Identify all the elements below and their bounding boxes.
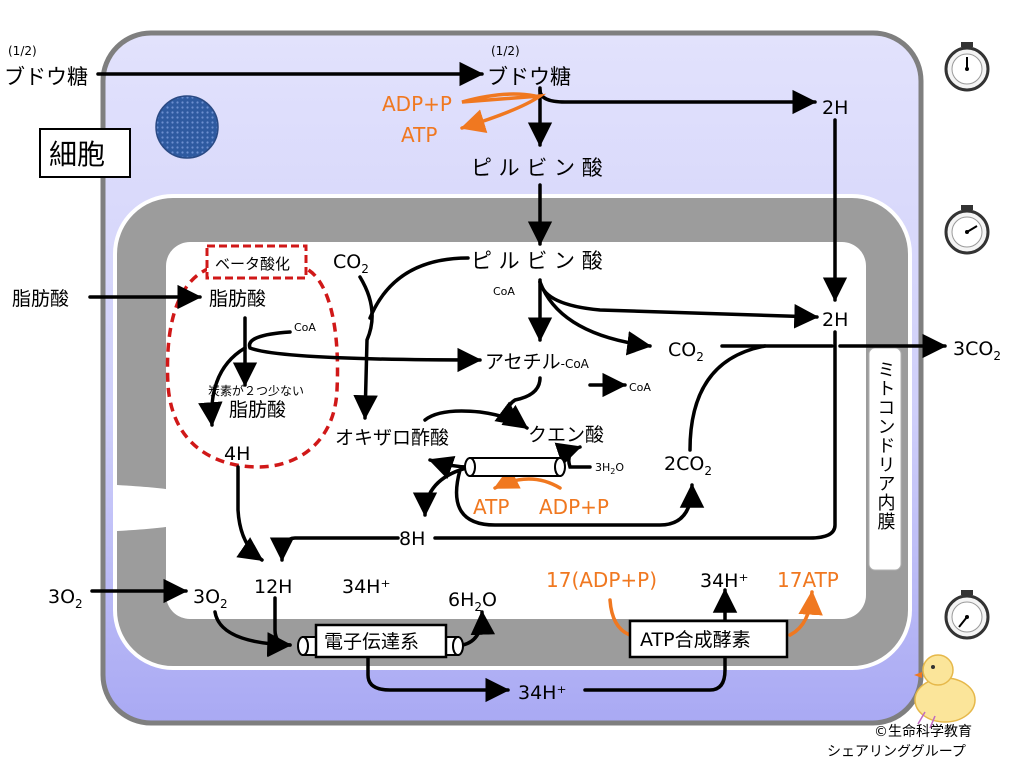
stopwatch-icon: [944, 42, 990, 92]
o2-outside: 3O2: [48, 586, 83, 611]
h2o-cycle: 3H2O: [595, 461, 624, 476]
etc-box: [314, 623, 448, 659]
copyright-line-1: ©生命科学教育: [874, 723, 972, 740]
hplus-34-mid: 34H⁺: [342, 576, 391, 598]
arrow-pyruvate-co2-cyto: [368, 256, 470, 320]
citric-acid-cycle-cylinder: [464, 457, 566, 477]
pyruvate-mitochondria: ピ ル ビ ン 酸: [471, 249, 603, 273]
arrow-etc-proton-pump: [366, 653, 510, 703]
arrow-cycle-2co2: [454, 468, 705, 527]
glucose: ブドウ糖: [487, 65, 571, 89]
half-right: (1/2): [491, 44, 520, 58]
membrane-label-box: [868, 347, 902, 571]
arrow-cycle-co2: [688, 344, 767, 452]
fatty-acid: 脂肪酸: [209, 288, 266, 310]
beta-oxidation-region: [165, 266, 340, 469]
carbon-two-less: 炭素が２つ少ない: [208, 383, 304, 398]
atp-synthase-label: ATP合成酵素: [640, 629, 751, 651]
twelve-h: 12H: [254, 576, 292, 598]
atp-cycle: ATP: [473, 495, 509, 519]
oxaloacetate: オキザロ酢酸: [335, 427, 449, 449]
arrow-protons-synthase: [583, 588, 738, 692]
cell-label-box: [39, 128, 131, 178]
membrane-label: ミトコンドリア内膜: [875, 360, 896, 531]
adp-p-glycolysis: ADP+P: [382, 92, 452, 116]
arrow-oxaloacetate-citrate: [423, 404, 529, 430]
arrow-synthase-atp: [788, 590, 823, 637]
co2-mid: CO2: [668, 339, 704, 364]
fatty-acid-outside: 脂肪酸: [12, 288, 69, 310]
beta-oxidation-box: [205, 244, 308, 280]
adp-17: 17(ADP+P): [546, 568, 657, 592]
arrow-8h-12h: [269, 536, 400, 562]
four-h: 4H: [224, 443, 250, 465]
arrow-glycolysis-2h: [538, 88, 817, 115]
atp-glycolysis: ATP: [401, 123, 437, 147]
atp-synthase-box: [628, 619, 789, 659]
two-h-mid: 2H: [822, 309, 848, 331]
arrow-pyruvate-co2: [538, 280, 652, 356]
glucose-outside: ブドウ糖: [4, 65, 88, 89]
arrow-h2o-cycle: [554, 442, 592, 469]
coa-pyruvate: CoA: [493, 285, 515, 298]
arrow-4h-12h: [236, 465, 264, 562]
copyright-line-2: シェアリンググループ: [827, 744, 966, 760]
stopwatch-icon: [944, 590, 990, 640]
arrow-2h-8h: [433, 330, 837, 540]
arrow-12h-etc: [267, 596, 292, 658]
nucleus: [155, 95, 219, 159]
acetyl-coa: アセチル-CoA: [485, 351, 590, 373]
arrow-fatty-acid-acetyl: [247, 330, 482, 373]
arrow-cycle-8h: [412, 465, 472, 517]
eight-h: 8H: [399, 528, 425, 550]
co2-top: CO2: [333, 251, 369, 276]
cell-label: 細胞: [49, 138, 105, 171]
two-h-top: 2H: [822, 97, 848, 119]
half-left: (1/2): [8, 44, 37, 58]
mitochondrial-matrix: [166, 242, 866, 619]
three-co2: 3CO2: [953, 338, 1001, 363]
citrate: クエン酸: [528, 424, 604, 446]
arrow-adp-synthase: [608, 598, 632, 637]
coa-acetyl: CoA: [629, 381, 651, 394]
pyruvate-cytoplasm: ピ ル ビ ン 酸: [471, 156, 603, 180]
hplus-34-right: 34H⁺: [700, 570, 749, 592]
chick-mascot-icon: [914, 654, 976, 729]
coa-beta: CoA: [294, 321, 316, 334]
stopwatch-icon: [944, 205, 990, 255]
o2-inside: 3O2: [193, 586, 228, 611]
fatty-acid-shorter: 脂肪酸: [229, 399, 286, 421]
beta-oxidation-label: ベータ酸化: [215, 255, 290, 273]
adp-p-cycle: ADP+P: [539, 495, 609, 519]
hplus-34-bottom: 34H⁺: [518, 682, 567, 704]
arrow-beta-4h: [198, 346, 247, 427]
water: 6H2O: [448, 589, 497, 614]
arrow-adp-atp-glycolysis: [460, 92, 547, 133]
arrow-etc-water: [461, 610, 496, 647]
two-co2: 2CO2: [664, 453, 712, 478]
etc-label: 電子伝達系: [324, 631, 419, 653]
atp-17: 17ATP: [777, 568, 839, 592]
arrow-adp-atp-cycle: [493, 466, 562, 490]
